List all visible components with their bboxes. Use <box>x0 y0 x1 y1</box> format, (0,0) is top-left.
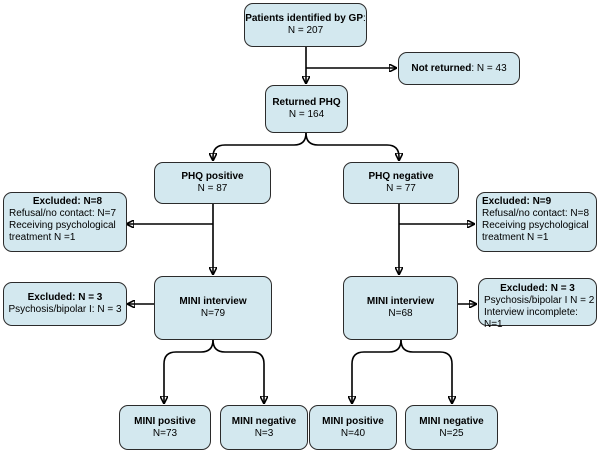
node-title: MINI interview <box>366 296 435 307</box>
node-title: Returned PHQ <box>272 97 341 108</box>
node-excluded-phq-positive: Excluded: N=8 Refusal/no contact: N=7 Re… <box>3 192 127 252</box>
node-excluded-mini-left: Excluded: N = 3 Psychosis/bipolar I: N =… <box>3 282 127 326</box>
node-count: N = 43 <box>474 62 507 74</box>
node-count: N=40 <box>340 427 366 439</box>
node-phq-negative: PHQ negative N = 77 <box>343 162 459 204</box>
node-count: N = 87 <box>197 183 228 194</box>
node-patients-identified: Patients identified by GP: N = 207 <box>244 3 367 47</box>
node-line: treatment N =1 <box>9 232 76 243</box>
node-title: Not returned <box>411 62 472 74</box>
node-title-suffix: : <box>471 62 475 74</box>
node-title: MINI interview <box>179 296 247 307</box>
edge-returned-to-phq-positive <box>213 132 307 160</box>
node-title: Excluded: N=9 <box>482 196 552 207</box>
node-line: Psychosis/bipolar I: N = 3 <box>8 304 122 315</box>
node-excluded-mini-right: Excluded: N = 3 Psychosis/bipolar I N = … <box>478 278 597 330</box>
node-line: Interview incomplete: N=1 <box>484 307 578 330</box>
edge-returned-to-phq-negative <box>305 132 399 160</box>
node-line: treatment N =1 <box>482 232 549 243</box>
node-phq-positive: PHQ positive N = 87 <box>154 162 271 204</box>
node-count: N=73 <box>152 427 178 439</box>
node-mini-negative-right: MINI negative N=25 <box>405 405 498 450</box>
node-mini-negative-left: MINI negative N=3 <box>220 405 308 450</box>
node-line: Refusal/no contact: N=7 <box>9 208 117 219</box>
node-not-returned: Not returned: N = 43 <box>398 52 520 85</box>
node-line: Psychosis/bipolar I N = 2 <box>484 295 595 306</box>
node-count: N=79 <box>200 308 226 319</box>
edge-mini-right-to-positive <box>352 339 402 403</box>
node-title: MINI negative <box>419 415 484 427</box>
node-title-suffix: : <box>363 13 366 24</box>
node-title: Excluded: N = 3 <box>27 292 103 303</box>
node-count: N=25 <box>439 427 464 439</box>
node-mini-interview-right: MINI interview N=68 <box>343 276 458 340</box>
node-title: MINI negative <box>231 415 297 427</box>
edge-mini-left-to-positive <box>164 339 214 403</box>
node-title: MINI positive <box>322 415 384 427</box>
node-title: Patients identified by GP <box>245 13 364 24</box>
node-count: N=3 <box>254 427 274 439</box>
node-title: PHQ negative <box>368 171 434 182</box>
node-line: Receiving psychological <box>482 220 589 231</box>
node-title: PHQ positive <box>181 171 244 182</box>
node-title: Excluded: N=8 <box>32 196 103 207</box>
node-count: N = 207 <box>287 25 324 36</box>
node-mini-positive-left: MINI positive N=73 <box>119 405 211 450</box>
edge-mini-right-to-negative <box>400 339 452 403</box>
node-title: Excluded: N = 3 <box>500 283 575 294</box>
node-count: N = 77 <box>386 183 416 194</box>
node-line: Refusal/no contact: N=8 <box>482 208 590 219</box>
node-returned-phq: Returned PHQ N = 164 <box>265 85 348 133</box>
node-title: MINI positive <box>134 415 196 427</box>
node-line: Receiving psychological <box>9 220 116 231</box>
node-mini-positive-right: MINI positive N=40 <box>309 405 397 450</box>
node-count: N = 164 <box>288 109 325 120</box>
edge-mini-left-to-negative <box>212 339 264 403</box>
node-excluded-phq-negative: Excluded: N=9 Refusal/no contact: N=8 Re… <box>476 192 597 252</box>
node-mini-interview-left: MINI interview N=79 <box>154 276 272 340</box>
node-count: N=68 <box>388 308 413 319</box>
